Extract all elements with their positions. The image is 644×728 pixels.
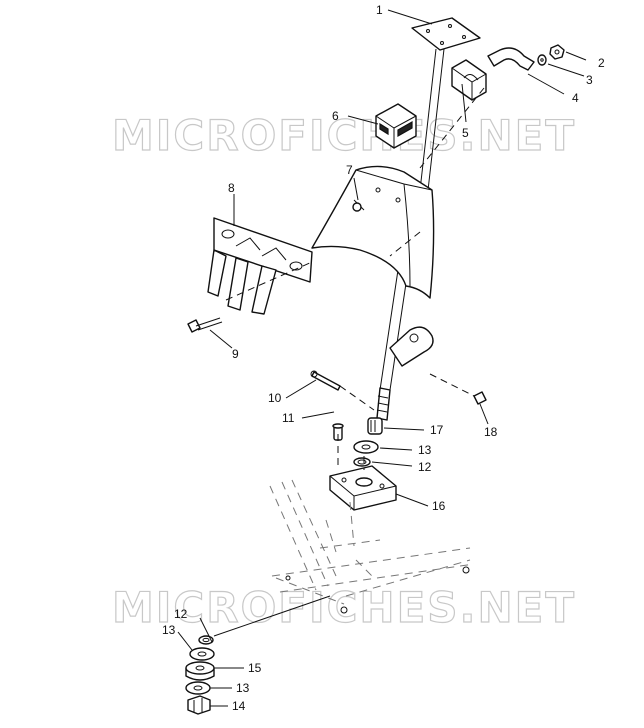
leader-lines [177, 9, 587, 707]
callout-12-lower: 12 [174, 607, 188, 621]
callout-4: 4 [572, 91, 579, 105]
steering-shield [311, 165, 435, 299]
upper-o-ring [353, 457, 371, 467]
upper-washer [353, 440, 379, 454]
callout-13-upper: 13 [418, 443, 432, 457]
steering-post [376, 17, 481, 421]
nut [549, 44, 565, 60]
callout-9: 9 [232, 347, 239, 361]
bushing-block [375, 103, 417, 149]
push-rivet [473, 391, 487, 405]
watermark-top: MICROFICHES.NET [112, 111, 576, 160]
callout-17: 17 [430, 423, 444, 437]
cotter-pin [310, 370, 341, 391]
callout-2: 2 [598, 56, 605, 70]
callout-1: 1 [376, 3, 383, 17]
post-bracket [389, 326, 434, 367]
callout-15: 15 [248, 661, 262, 675]
u-clamp [487, 47, 535, 71]
callout-6: 6 [332, 109, 339, 123]
callout-13-lower-bottom: 13 [236, 681, 250, 695]
frame-ghost [269, 479, 475, 614]
clamp-block [451, 59, 487, 101]
callout-12-upper: 12 [418, 460, 432, 474]
callout-3: 3 [586, 73, 593, 87]
mounting-bracket [207, 217, 313, 315]
washer [537, 54, 547, 66]
callout-14: 14 [232, 699, 246, 713]
screw [352, 199, 365, 212]
clevis-pin [332, 423, 344, 441]
callout-18: 18 [484, 425, 498, 439]
castle-nut [187, 695, 211, 715]
callout-5: 5 [462, 126, 469, 140]
callout-16: 16 [432, 499, 446, 513]
callout-11: 11 [282, 411, 295, 425]
assembly-lines [213, 87, 485, 637]
lower-bushing [185, 661, 215, 681]
lower-washer-top [189, 647, 215, 661]
callout-13-lower-top: 13 [162, 623, 176, 637]
bolt [187, 317, 223, 333]
bearing-base [329, 465, 397, 511]
callout-10: 10 [268, 391, 282, 405]
callout-labels: 1 2 3 4 5 6 7 8 9 10 11 17 13 12 16 18 1… [162, 3, 605, 713]
callout-8: 8 [228, 181, 235, 195]
lower-washer-bottom [185, 681, 211, 695]
callout-7: 7 [346, 163, 353, 177]
coupler [367, 417, 383, 435]
